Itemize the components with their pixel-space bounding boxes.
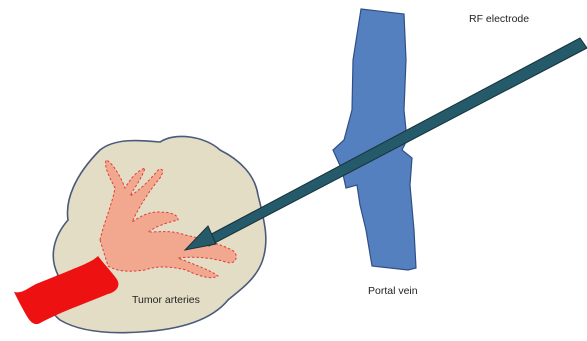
tumor-arteries-label: Tumor arteries (132, 294, 200, 306)
rf-electrode-label: RF electrode (469, 13, 529, 25)
portal-vein-label: Portal vein (368, 285, 418, 297)
